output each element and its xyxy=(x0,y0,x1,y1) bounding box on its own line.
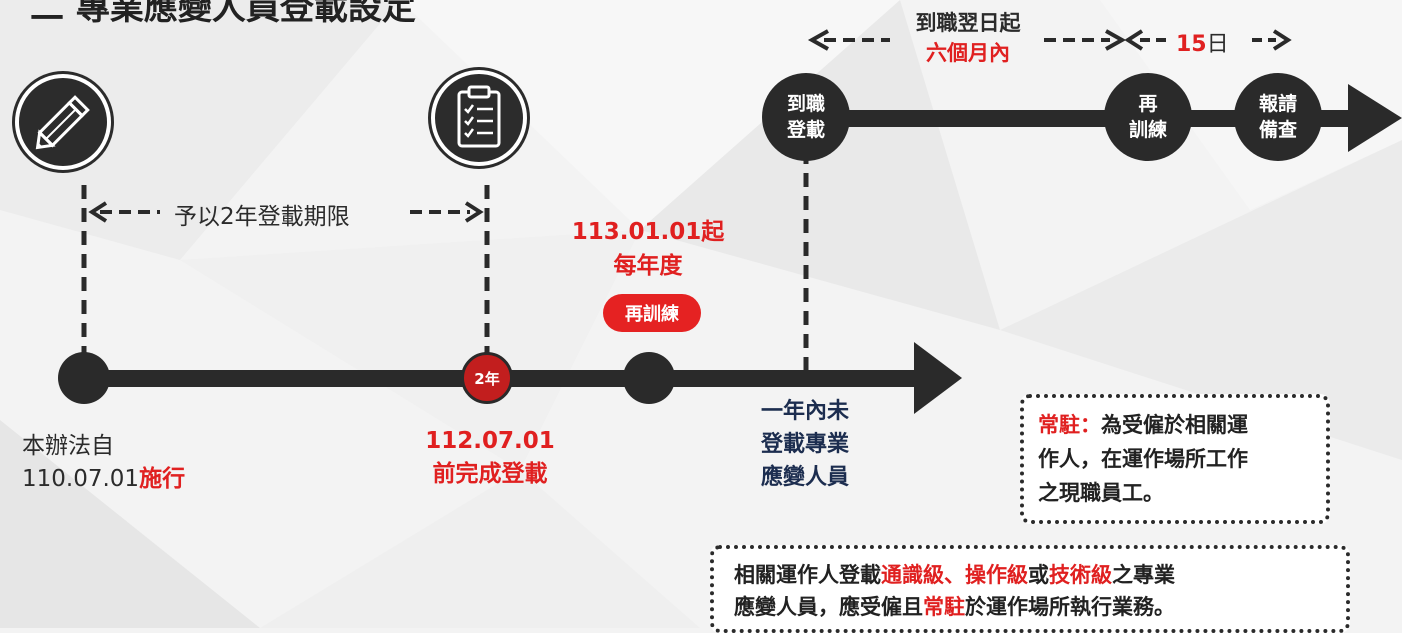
annual-label: 113.01.01起 每年度 xyxy=(548,215,748,283)
six-months-line2: 六個月內 xyxy=(926,41,1010,65)
req-p3: 或 xyxy=(1028,563,1049,587)
annual-line2: 每年度 xyxy=(613,253,683,279)
node-retraining: 再 訓練 xyxy=(1104,73,1192,161)
req-line2-p1: 應變人員，應受僱且 xyxy=(734,595,923,619)
req-r2: 操作級 xyxy=(965,563,1028,587)
six-months-label: 到職翌日起 六個月內 xyxy=(888,8,1048,68)
period-right-arrow xyxy=(464,201,484,223)
resident-line2: 作人，在運作場所工作 xyxy=(1038,447,1248,471)
deadline-line2: 前完成登載 xyxy=(432,461,548,487)
pencil-icon xyxy=(15,74,111,170)
req-r3: 技術級 xyxy=(1049,563,1112,587)
period-left-arrow xyxy=(88,201,108,223)
days-label: 15日 xyxy=(1176,26,1229,58)
node-report-line2: 備查 xyxy=(1258,119,1297,141)
six-months-right-arrow xyxy=(1105,29,1127,51)
end-note-line1: 一年內未 xyxy=(760,399,849,424)
two-year-dot: 2年 xyxy=(461,352,513,404)
end-note-line2: 登載專業 xyxy=(760,432,849,457)
clipboard-checklist-icon xyxy=(431,70,527,166)
two-year-badge: 2年 xyxy=(474,369,500,388)
req-p2: 、 xyxy=(944,563,965,587)
node-report: 報請 備查 xyxy=(1234,73,1322,161)
top-timeline-bar xyxy=(806,110,1350,127)
start-suffix: 施行 xyxy=(139,466,186,492)
page-title: 二 專業應變人員登載設定 xyxy=(30,0,416,28)
end-note: 一年內未 登載專業 應變人員 xyxy=(730,395,880,494)
req-r1: 通識級 xyxy=(881,563,944,587)
node-retraining-line2: 訓練 xyxy=(1128,119,1167,141)
period-label: 予以2年登載期限 xyxy=(174,204,350,230)
req-p1: 相關運作人登載 xyxy=(734,563,881,587)
days-left-arrow xyxy=(1124,29,1144,51)
resident-line3: 之現職員工。 xyxy=(1038,481,1164,505)
req-line2-p2: 於運作場所執行業務。 xyxy=(965,595,1175,619)
resident-definition-box: 常駐：為受僱於相關運 作人，在運作場所工作 之現職員工。 xyxy=(1020,394,1330,524)
deadline-line1: 112.07.01 xyxy=(425,428,555,454)
days-number: 15 xyxy=(1176,32,1207,57)
retraining-pill: 再訓練 xyxy=(603,294,701,332)
resident-line1: 為受僱於相關運 xyxy=(1101,413,1248,437)
start-label: 本辦法自 110.07.01施行 xyxy=(22,430,185,496)
annual-line1: 113.01.01起 xyxy=(571,219,725,245)
end-note-line3: 應變人員 xyxy=(760,465,849,490)
start-dot xyxy=(58,352,110,404)
resident-highlight: 常駐： xyxy=(1038,413,1101,437)
req-line2-r1: 常駐 xyxy=(923,595,965,619)
start-line1: 本辦法自 xyxy=(22,433,114,459)
req-p4: 之專業 xyxy=(1112,563,1175,587)
deadline-label: 112.07.01 前完成登載 xyxy=(400,425,580,491)
node-retraining-line1: 再 xyxy=(1138,93,1158,115)
days-unit: 日 xyxy=(1206,32,1229,57)
six-months-line1: 到職翌日起 xyxy=(915,11,1021,35)
main-timeline-arrowhead xyxy=(914,342,962,414)
start-date: 110.07.01 xyxy=(22,466,140,492)
node-registration: 到職 登載 xyxy=(762,73,850,161)
node-report-line1: 報請 xyxy=(1258,93,1297,115)
requirement-box: 相關運作人登載通識級、操作級或技術級之專業 應變人員，應受僱且常駐於運作場所執行… xyxy=(710,545,1350,633)
node-registration-line2: 登載 xyxy=(786,119,825,141)
top-timeline-arrowhead xyxy=(1348,84,1402,152)
annual-dot xyxy=(623,352,675,404)
days-right-arrow xyxy=(1272,29,1292,51)
node-registration-line1: 到職 xyxy=(786,93,825,115)
six-months-left-arrow xyxy=(807,29,829,51)
